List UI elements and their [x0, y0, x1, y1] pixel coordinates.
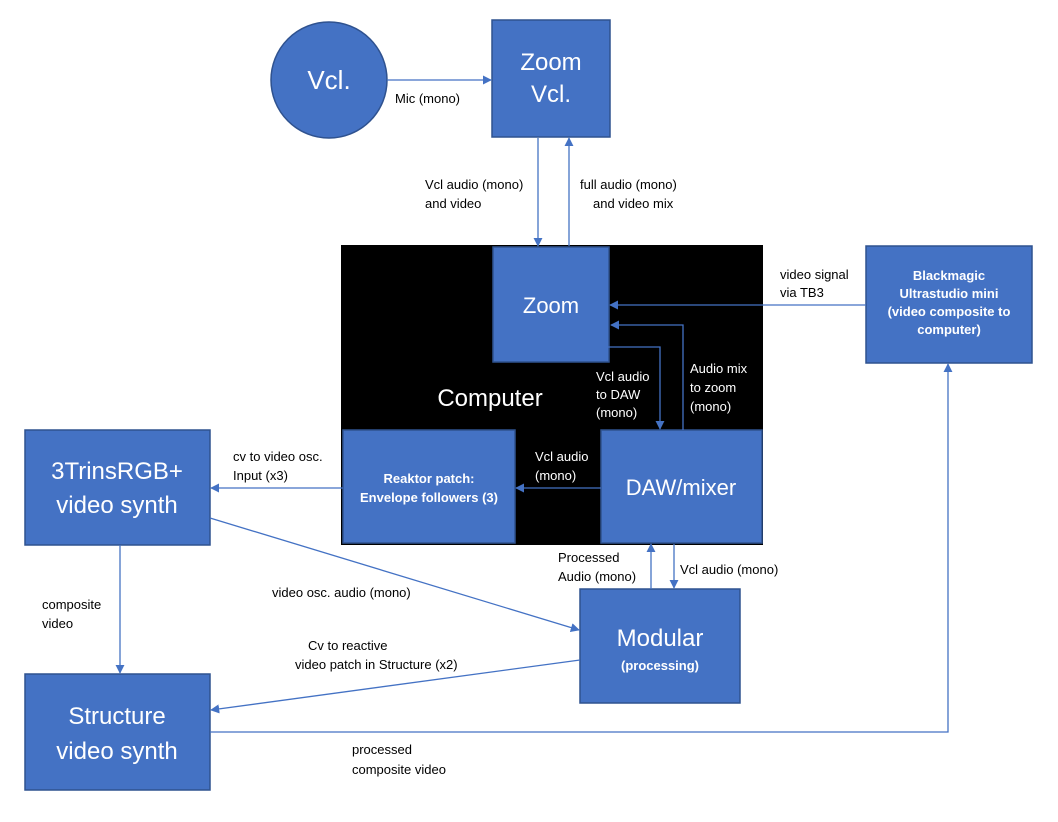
label-video-osc-audio: video osc. audio (mono)	[272, 585, 411, 600]
modular-label: Modular	[617, 625, 704, 652]
label-video-signal-1: video signal	[780, 267, 849, 282]
trins-label-line1: 3TrinsRGB+	[51, 458, 183, 485]
label-video-signal-2: via TB3	[780, 285, 824, 300]
reaktor-node	[342, 429, 516, 544]
label-cv-video-osc-2: Input (x3)	[233, 468, 288, 483]
label-cv-reactive-2: video patch in Structure (x2)	[295, 657, 458, 672]
daw-node	[600, 429, 763, 544]
label-vcl-audio-modular: Vcl audio (mono)	[680, 562, 778, 577]
label-processed-audio-2: Audio (mono)	[558, 569, 636, 584]
edge-audio-mix	[610, 320, 684, 430]
trins-label-line2: video synth	[56, 492, 177, 519]
label-audio-mix-1: Audio mix	[690, 361, 748, 376]
reaktor-label-line2: Envelope followers (3)	[360, 490, 498, 505]
label-audio-mix-2: to zoom	[690, 380, 736, 395]
structure-node	[24, 673, 211, 791]
label-vcl-to-daw-1: Vcl audio	[596, 369, 649, 384]
label-mic: Mic (mono)	[395, 91, 460, 106]
label-cv-reactive-1: Cv to reactive	[308, 638, 387, 653]
edge-cv-reactive	[210, 659, 581, 714]
modular-sub-label: (processing)	[621, 658, 699, 673]
label-processed-audio-1: Processed	[558, 550, 619, 565]
label-vcl-audio-video-2: and video	[425, 196, 481, 211]
label-vcl-audio-reaktor-2: (mono)	[535, 468, 576, 483]
zoom-node	[492, 246, 610, 363]
daw-label: DAW/mixer	[626, 475, 736, 500]
structure-label-line2: video synth	[56, 738, 177, 765]
label-full-audio-2: and video mix	[593, 196, 674, 211]
edge-processed-composite	[210, 363, 953, 733]
label-vcl-audio-video-1: Vcl audio (mono)	[425, 177, 523, 192]
label-full-audio-1: full audio (mono)	[580, 177, 677, 192]
blackmagic-label-line2: Ultrastudio mini	[900, 286, 999, 301]
label-processed-composite-2: composite video	[352, 762, 446, 777]
label-vcl-to-daw-3: (mono)	[596, 405, 637, 420]
structure-label-line1: Structure	[68, 703, 165, 730]
edge-vcl-to-daw	[600, 346, 665, 430]
zoom-label: Zoom	[523, 293, 579, 318]
label-vcl-audio-reaktor-1: Vcl audio	[535, 449, 588, 464]
modular-node	[579, 588, 741, 704]
trins-node	[24, 429, 211, 546]
label-vcl-to-daw-2: to DAW	[596, 387, 641, 402]
computer-label: Computer	[437, 385, 542, 412]
label-processed-composite-1: processed	[352, 742, 412, 757]
reaktor-label-line1: Reaktor patch:	[383, 471, 474, 486]
zoom-vcl-label-line1: Zoom	[520, 49, 581, 76]
blackmagic-label-line1: Blackmagic	[913, 268, 985, 283]
label-composite-video-1: composite	[42, 597, 101, 612]
blackmagic-label-line3: (video composite to	[888, 304, 1011, 319]
edge-video-osc-audio	[209, 517, 580, 632]
zoom-vcl-node	[491, 19, 611, 138]
label-audio-mix-3: (mono)	[690, 399, 731, 414]
blackmagic-label-line4: computer)	[917, 322, 981, 337]
vcl-label: Vcl.	[307, 65, 350, 95]
label-cv-video-osc-1: cv to video osc.	[233, 449, 323, 464]
label-composite-video-2: video	[42, 616, 73, 631]
zoom-vcl-label-line2: Vcl.	[531, 81, 571, 108]
